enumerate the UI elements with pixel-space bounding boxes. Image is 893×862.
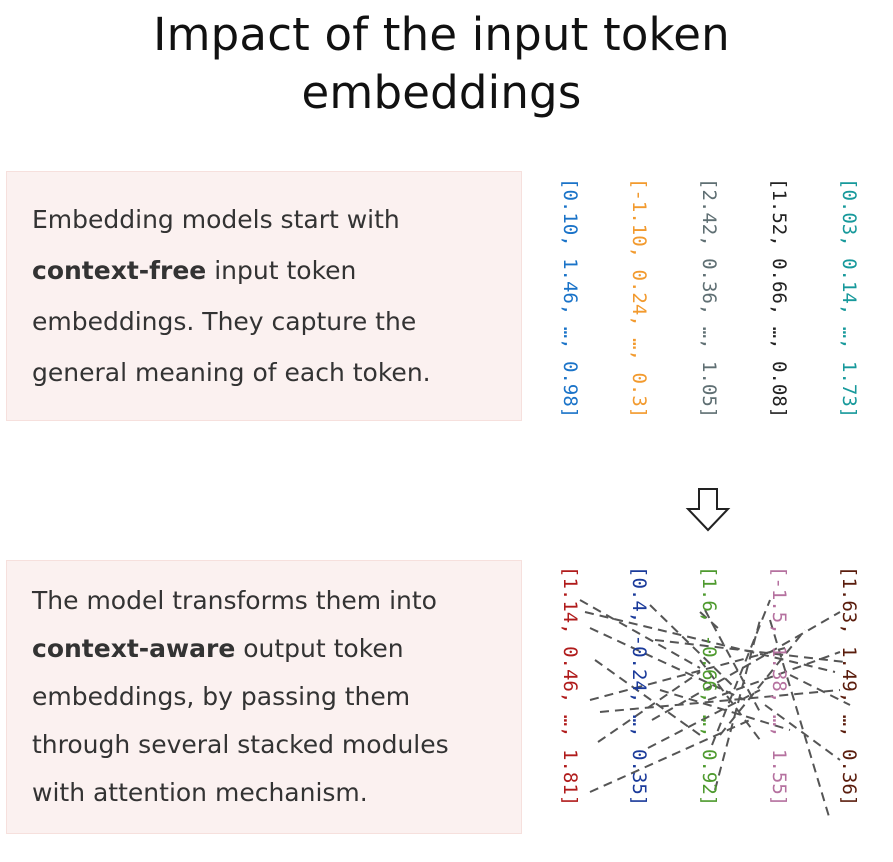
box-top-line-3: embeddings. They capture the [32,307,417,336]
attention-line-10 [654,639,846,663]
title-line-1: Impact of the input token [153,8,730,61]
output-vector-3: [1.6, -0.66, …, 0.92] [698,566,720,807]
input-vector-2: [-1.10, 0.24, …, 0.3] [628,178,650,419]
box-top-line-2: context-free input token [32,245,521,296]
attention-line-5 [589,647,786,701]
output-vector-2: [0.4, -0.24, …, 0.35] [628,566,650,807]
box-bottom-line-4: through several stacked modules [32,730,449,759]
context-aware-term: context-aware [32,634,236,663]
box-bottom-line-1: The model transforms them into [32,586,437,615]
page-title: Impact of the input token embeddings [0,6,883,122]
context-aware-explanation-box: The model transforms them into context-a… [6,560,522,834]
input-vector-3: [2.42, 0.36, …, 1.05] [698,178,720,419]
input-vector-4: [1.52, 0.66, …, 0.08] [768,178,790,419]
title-line-2: embeddings [301,66,582,119]
context-free-term: context-free [32,256,207,285]
box-bottom-line-5: with attention mechanism. [32,778,368,807]
box-bottom-line-2: context-aware output token [32,625,521,673]
attention-line-8 [589,719,751,793]
attention-line-9 [649,604,736,689]
box-bottom-line-3: embeddings, by passing them [32,682,411,711]
box-bottom-line-2-rest: output token [235,634,404,663]
context-free-explanation-box: Embedding models start with context-free… [6,171,522,421]
input-vector-1: [0.10, 1.46, …, 0.98] [559,178,581,419]
box-top-line-1: Embedding models start with [32,205,400,234]
box-top-line-2-rest: input token [206,256,357,285]
output-vector-1: [1.14, 0.46, …, 1.81] [559,566,581,807]
box-top-line-4: general meaning of each token. [32,358,431,387]
attention-line-12 [651,611,841,721]
input-vector-5: [0.03, 0.14, …, 1.73] [838,178,860,419]
output-vector-4: [-1.5, 1.38, …, 1.55] [768,566,790,807]
attention-line-23 [719,629,806,736]
down-arrow-outline-icon [685,488,731,532]
output-vector-5: [1.63, 1.49, …, 0.36] [838,566,860,807]
